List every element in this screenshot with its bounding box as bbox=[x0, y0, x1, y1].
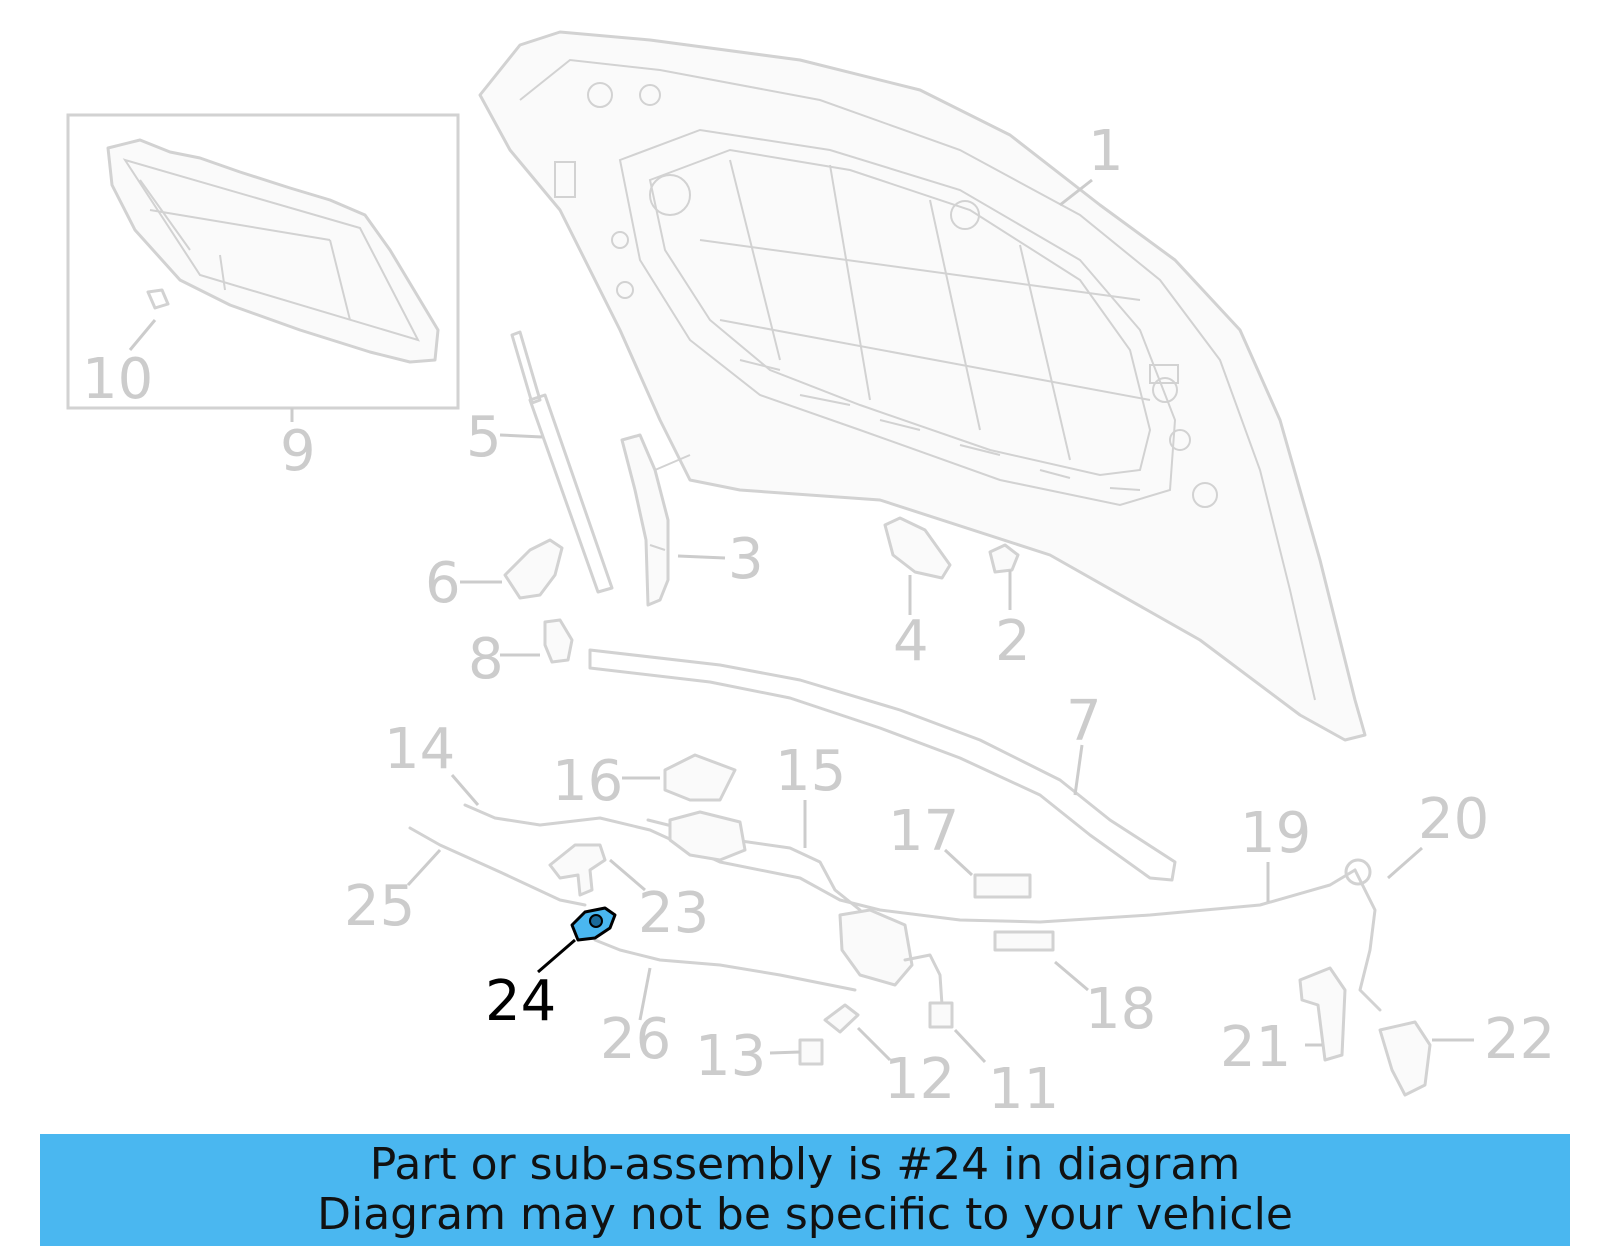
secondary-latch bbox=[838, 908, 914, 987]
callout-15: 15 bbox=[775, 739, 846, 804]
callout-2: 2 bbox=[995, 609, 1031, 674]
retainer-clip-8 bbox=[543, 618, 574, 664]
callout-7: 7 bbox=[1066, 689, 1102, 754]
hood-bumper bbox=[503, 538, 564, 600]
callout-26: 26 bbox=[600, 1007, 671, 1072]
striker-21 bbox=[1298, 966, 1347, 1062]
primary-latch bbox=[668, 810, 747, 862]
latch-switch bbox=[928, 1001, 954, 1029]
callout-18: 18 bbox=[1085, 977, 1156, 1042]
hood-hinge bbox=[620, 433, 691, 607]
callout-9: 9 bbox=[280, 419, 316, 484]
callout-21: 21 bbox=[1220, 1015, 1291, 1080]
callout-11: 11 bbox=[988, 1057, 1059, 1122]
callout-23: 23 bbox=[638, 881, 709, 946]
callout-4: 4 bbox=[893, 609, 929, 674]
callout-25: 25 bbox=[344, 874, 415, 939]
hood-strut bbox=[510, 330, 614, 594]
callout-19: 19 bbox=[1240, 801, 1311, 866]
latch-harness bbox=[903, 953, 944, 1007]
callout-13: 13 bbox=[695, 1024, 766, 1089]
connector-18 bbox=[993, 930, 1055, 952]
callout-labels: 1 2 3 4 5 6 7 8 9 10 11 12 13 14 15 16 1… bbox=[82, 119, 1555, 1122]
callout-22: 22 bbox=[1484, 1007, 1555, 1072]
release-handle bbox=[548, 843, 607, 897]
callout-1: 1 bbox=[1088, 119, 1124, 184]
callout-14: 14 bbox=[384, 717, 455, 782]
bracket-22 bbox=[1378, 1020, 1432, 1097]
hood-plug bbox=[988, 543, 1020, 574]
callout-10: 10 bbox=[82, 347, 153, 412]
bolt-12 bbox=[823, 1003, 860, 1034]
callout-8: 8 bbox=[468, 627, 504, 692]
callout-17: 17 bbox=[888, 799, 959, 864]
highlighted-part-24-hole bbox=[589, 914, 603, 928]
callout-12: 12 bbox=[884, 1047, 955, 1112]
latch-bracket bbox=[883, 516, 952, 580]
info-banner: Part or sub-assembly is #24 in diagram D… bbox=[40, 1134, 1570, 1246]
callout-24: 24 bbox=[485, 969, 556, 1034]
banner-line-disclaimer: Diagram may not be specific to your vehi… bbox=[317, 1189, 1293, 1240]
callout-5: 5 bbox=[466, 405, 502, 470]
insulator-inset bbox=[66, 113, 460, 410]
callout-6: 6 bbox=[425, 551, 461, 616]
hood-seal bbox=[588, 648, 1177, 882]
callout-20: 20 bbox=[1418, 787, 1489, 852]
callout-16: 16 bbox=[552, 749, 623, 814]
bumper-13 bbox=[798, 1038, 824, 1066]
leader-lines bbox=[128, 178, 1474, 1064]
connector-17 bbox=[973, 873, 1032, 899]
bracket-16 bbox=[663, 753, 737, 802]
banner-line-part: Part or sub-assembly is #24 in diagram bbox=[369, 1139, 1241, 1190]
callout-3: 3 bbox=[728, 527, 764, 592]
hood-panel bbox=[478, 30, 1367, 742]
